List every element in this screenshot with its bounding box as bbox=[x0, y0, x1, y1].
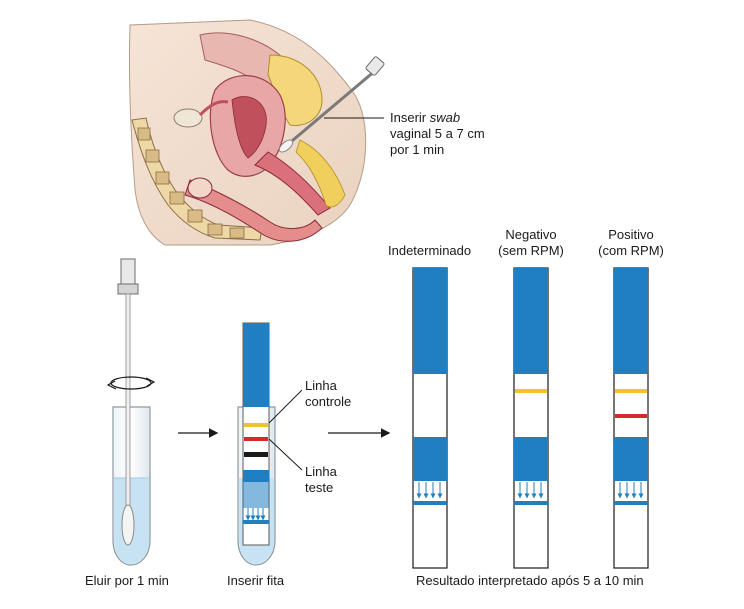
swab-handle bbox=[120, 258, 136, 286]
insert-strip-step-label: Inserir fita bbox=[227, 573, 285, 588]
positive-control-line bbox=[615, 389, 647, 393]
indeterminate-label: Indeterminado bbox=[388, 243, 472, 258]
swab-instruction-line2: vaginal 5 a 7 cm bbox=[390, 126, 485, 141]
elution-tube bbox=[106, 258, 156, 566]
swab-instruction-line3: por 1 min bbox=[390, 142, 445, 157]
control-line-label-1: Linha bbox=[305, 378, 337, 393]
pelvic-anatomy-illustration bbox=[128, 19, 385, 246]
strip-tube bbox=[237, 322, 303, 566]
elute-step-label: Eluir por 1 min bbox=[85, 573, 169, 588]
flow-arrows-icon bbox=[245, 508, 266, 521]
strip-test-line bbox=[244, 437, 268, 441]
test-line-label-1: Linha bbox=[305, 464, 337, 479]
strip-positive bbox=[613, 267, 649, 569]
negative-control-line bbox=[515, 389, 547, 393]
swab-in-vagina bbox=[278, 56, 385, 153]
test-line-label-2: teste bbox=[305, 480, 334, 495]
strip-control-line bbox=[244, 423, 268, 427]
positive-label-2: (com RPM) bbox=[598, 243, 664, 258]
rotation-arrow-icon bbox=[106, 376, 156, 390]
swab-tip bbox=[121, 504, 135, 546]
swab-instruction-line1: Inserir swab bbox=[390, 110, 461, 125]
sacrum-bones bbox=[131, 117, 263, 241]
result-caption: Resultado interpretado após 5 a 10 min bbox=[416, 573, 644, 588]
strip-negative bbox=[513, 267, 549, 569]
control-line-label-2: controle bbox=[305, 394, 352, 409]
negative-label-2: (sem RPM) bbox=[498, 243, 564, 258]
result-strips bbox=[412, 267, 649, 569]
positive-label-1: Positivo bbox=[608, 227, 654, 242]
negative-label-1: Negativo bbox=[505, 227, 557, 242]
strip-indeterminate bbox=[412, 267, 448, 569]
positive-test-line bbox=[615, 414, 647, 418]
